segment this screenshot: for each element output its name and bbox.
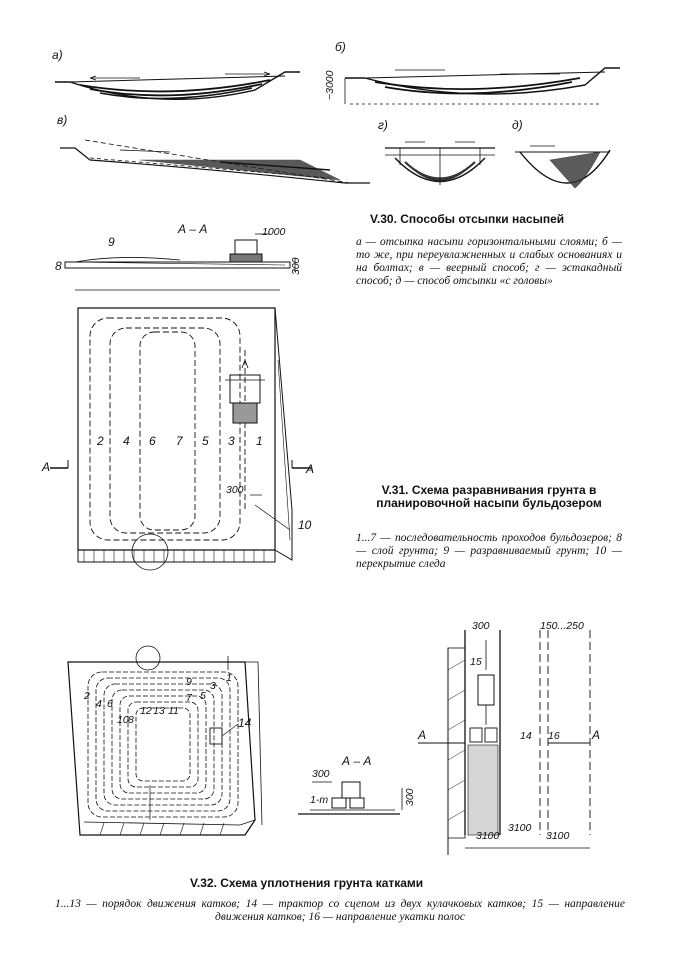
fig30-b-embankment	[344, 67, 620, 105]
fig32-order-8: 8	[128, 714, 134, 726]
fig32-dim-300-b: 300	[404, 788, 416, 806]
fig30-d-head	[515, 145, 611, 189]
fig32-section-a-right: А	[592, 728, 601, 742]
fig32-order-3: 3	[210, 680, 216, 692]
fig31-pass-1: 1	[256, 434, 263, 448]
fig30-label-b: б)	[335, 40, 346, 54]
fig32-order-5: 5	[200, 690, 206, 702]
fig30-drawings	[55, 67, 620, 189]
fig32-order-2: 2	[84, 690, 90, 702]
fig32-section-label: А – А	[342, 754, 372, 768]
fig32-dim-300-a: 300	[312, 768, 330, 780]
fig32-title: V.32. Схема уплотнения грунта катками	[190, 876, 424, 890]
fig32-mark-14-left: 14	[238, 716, 252, 730]
fig32-mark-15: 15	[470, 656, 482, 668]
fig32-order-11: 11	[168, 705, 179, 717]
fig31-dim-300-side: 300	[290, 257, 302, 275]
fig31-pass-7: 7	[176, 434, 183, 448]
fig32-dim-3100-3: 3100	[546, 830, 570, 842]
fig30-label-v: в)	[57, 113, 68, 127]
fig31-section-label: А – А	[178, 222, 208, 236]
fig32-dim-300-c: 300	[472, 620, 490, 632]
fig30-v-embankment	[60, 139, 370, 184]
fig30-g-trestle	[385, 141, 495, 185]
fig31-pass-4: 4	[123, 434, 130, 448]
fig32-order-13: 13	[153, 705, 165, 717]
fig32-plan	[67, 645, 263, 836]
fig30-dim-3000: ~3000	[324, 70, 336, 101]
fig32-mark-14-right: 14	[520, 730, 532, 742]
fig31-caption: 1...7 — последовательность проходов буль…	[356, 532, 622, 570]
fig32-order-4: 4	[96, 698, 102, 710]
fig30-label-g: г)	[378, 118, 388, 132]
fig32-mark-16: 16	[548, 730, 560, 742]
fig32-order-1: 1	[226, 672, 232, 684]
fig30-caption: а — отсыпка насыпи горизонтальными слоям…	[356, 236, 622, 287]
fig31-drawing	[50, 233, 312, 571]
fig32-strips	[418, 630, 591, 855]
fig32-dim-150-250: 150...250	[540, 620, 584, 632]
fig31-mark-8: 8	[55, 259, 62, 273]
fig32-mark-1m: 1-m	[310, 794, 329, 806]
fig32-order-9: 9	[186, 676, 192, 688]
fig32-caption: 1...13 — порядок движения катков; 14 — т…	[55, 898, 625, 923]
fig32-section-a-left: А	[418, 728, 427, 742]
fig31-plan	[50, 289, 312, 571]
fig31-pass-2: 2	[97, 434, 104, 448]
fig31-section-a-right: А	[306, 462, 315, 476]
fig31-mark-9: 9	[108, 235, 115, 249]
fig32-dim-3100-1: 3100	[476, 830, 500, 842]
fig32-order-12: 12	[140, 705, 152, 717]
fig30-title: V.30. Способы отсыпки насыпей	[370, 212, 565, 226]
fig32-order-10: 10	[117, 714, 129, 726]
fig31-pass-3: 3	[228, 434, 235, 448]
fig31-section	[64, 233, 296, 272]
fig30-a-embankment	[55, 71, 300, 101]
fig32-order-7: 7	[186, 692, 192, 704]
fig31-title: V.31. Схема разравнивания грунта в плани…	[376, 483, 602, 510]
fig30-label-d: д)	[512, 118, 523, 132]
fig31-pass-5: 5	[202, 434, 209, 448]
fig32-section	[298, 781, 403, 815]
fig32-order-6: 6	[107, 698, 113, 710]
fig31-section-a-left: А	[42, 460, 51, 474]
fig31-dim-300-mid: 300	[226, 484, 244, 496]
fig30-label-a: а)	[52, 48, 63, 62]
fig32-dim-3100-2: 3100	[508, 822, 532, 834]
fig31-mark-10: 10	[298, 518, 312, 532]
fig31-dim-1000: 1000	[262, 226, 286, 238]
fig31-pass-6: 6	[149, 434, 156, 448]
fig32-drawing	[67, 630, 591, 855]
